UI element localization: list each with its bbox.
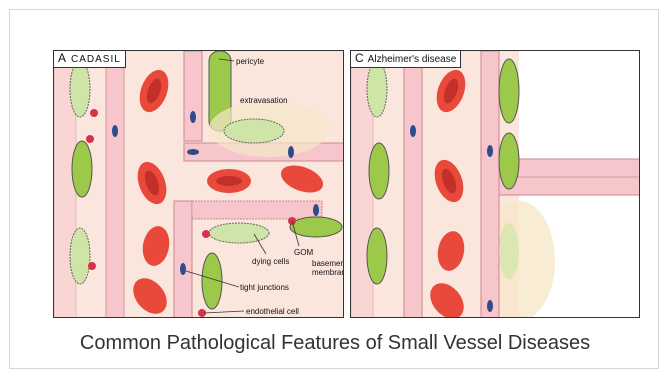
label-basement-membrane-line2: membran [312,268,344,277]
panel-a-letter: A [58,51,67,65]
panel-cadasil: A CADASIL pericyte extravasation GOM dyin… [53,50,344,318]
alzheimers-illustration [351,51,640,318]
label-basement-membrane-line1: basement [312,259,344,268]
label-gom: GOM [294,248,313,257]
cadasil-illustration [54,51,344,318]
label-dying-cells: dying cells [252,257,289,266]
panel-alzheimers: C Alzheimer's disease [350,50,640,318]
figure-caption: Common Pathological Features of Small Ve… [0,332,670,355]
panel-c-letter: C [355,51,364,65]
panel-c-title-text: Alzheimer's disease [368,54,457,65]
label-tight-junctions: tight junctions [240,283,289,292]
label-endothelial-cell: endothelial cell [246,307,299,316]
panel-c-title: C Alzheimer's disease [350,50,461,68]
panel-a-title-text: CADASIL [71,54,121,65]
label-extravasation: extravasation [240,96,288,105]
panel-a-title: A CADASIL [53,50,126,68]
label-pericyte: pericyte [236,57,264,66]
